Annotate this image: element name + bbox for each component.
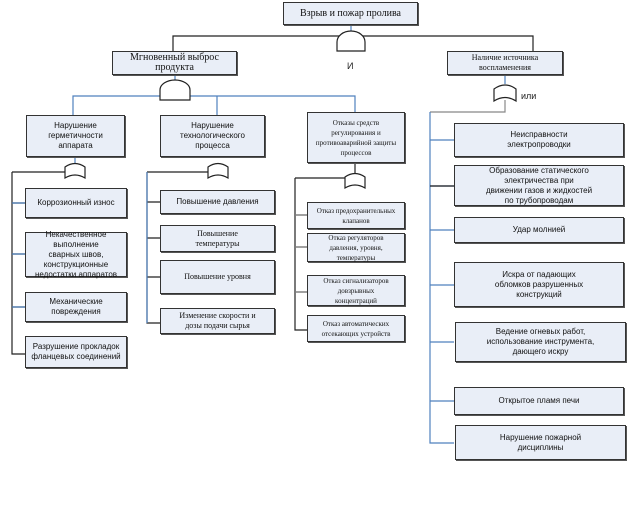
or-label: или <box>521 91 537 101</box>
top-event-box: Взрыв и пожар пролива <box>283 2 418 25</box>
cause-box: Повышение уровня <box>160 260 275 294</box>
ignition-cause-box: Удар молнией <box>454 217 624 243</box>
branch-process-box: Нарушение технологического процесса <box>160 115 265 157</box>
cause-box: Разрушение прокладок фланцевых соединени… <box>25 336 127 368</box>
ignition-cause-box: Нарушение пожарной дисциплины <box>455 425 626 460</box>
cause-box: Коррозионный износ <box>25 188 127 218</box>
and-label: И <box>347 61 354 71</box>
ignition-source-box: Наличие источника воспламенения <box>447 51 563 75</box>
cause-box: Отказ предохранительных клапанов <box>307 202 405 229</box>
cause-box: Отказ регуляторов давления, уровня, темп… <box>307 233 405 262</box>
or-gate-b3 <box>344 172 366 190</box>
and-gate-top <box>336 30 366 52</box>
cause-box: Повышение температуры <box>160 225 275 252</box>
or-gate-b2 <box>207 162 229 180</box>
cause-box: Изменение скорости и дозы подачи сырья <box>160 308 275 334</box>
or-gate-b1 <box>64 162 86 180</box>
ignition-cause-box: Искра от падающих обломков разрушенных к… <box>454 262 624 307</box>
ignition-cause-box: Неисправности электропроводки <box>454 123 624 157</box>
and-gate-left <box>159 79 191 101</box>
cause-box: Механические повреждения <box>25 292 127 322</box>
cause-box: Повышение давления <box>160 190 275 214</box>
cause-box: Некачественное выполнение сварных швов, … <box>25 230 127 279</box>
ignition-cause-box: Открытое пламя печи <box>454 387 624 415</box>
cause-box: Отказ сигнализаторов довзрывных концентр… <box>307 275 405 306</box>
or-gate-right <box>493 84 517 103</box>
ignition-cause-box: Ведение огневых работ, использование инс… <box>455 322 626 362</box>
branch-sealing-box: Нарушение герметичности аппарата <box>26 115 125 157</box>
branch-protection-box: Отказы средств регулирования и противоав… <box>307 112 405 163</box>
cause-box: Отказ автоматических отсекающих устройст… <box>307 315 405 342</box>
instant-release-box: Мгновенный выброс продукта <box>112 51 237 75</box>
ignition-cause-box: Образование статического электричества п… <box>454 165 624 206</box>
